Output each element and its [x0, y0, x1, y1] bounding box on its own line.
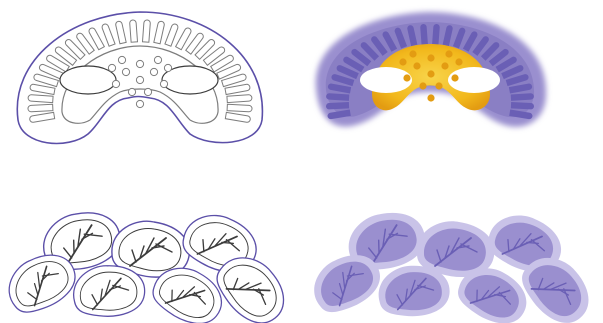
pore	[403, 74, 410, 81]
lobe	[142, 20, 150, 42]
lobe	[225, 112, 250, 122]
pore	[136, 60, 143, 67]
lobe	[154, 21, 165, 44]
inner-pores	[108, 56, 171, 107]
line-art-cross-section	[17, 12, 262, 143]
colored-cross-section	[316, 12, 546, 127]
pore	[427, 94, 434, 101]
pore	[455, 58, 462, 65]
lobe	[101, 23, 115, 46]
lobe	[227, 104, 252, 112]
lobe	[29, 112, 54, 122]
pore	[118, 56, 125, 63]
pore	[435, 82, 442, 89]
pore	[154, 56, 161, 63]
pore	[122, 68, 129, 75]
pore	[164, 64, 171, 71]
lobe	[165, 23, 179, 46]
pore	[445, 50, 452, 57]
pore	[451, 74, 458, 81]
pore	[409, 50, 416, 57]
lobe	[227, 95, 252, 103]
pore	[136, 76, 143, 83]
pore	[136, 100, 143, 107]
pore	[419, 82, 426, 89]
colored-leaflets	[303, 201, 602, 323]
pore	[128, 88, 135, 95]
pore	[413, 62, 420, 69]
pore	[150, 68, 157, 75]
pore	[112, 80, 119, 87]
lobe	[28, 95, 53, 103]
lobe	[511, 102, 534, 110]
lobe	[28, 104, 53, 112]
pore	[144, 88, 151, 95]
pore	[399, 58, 406, 65]
lobe	[130, 20, 138, 42]
pore	[427, 54, 434, 61]
pore	[160, 80, 167, 87]
left-cavity	[60, 66, 116, 94]
pore	[108, 64, 115, 71]
pore	[441, 62, 448, 69]
line-art-leaflets	[0, 201, 297, 323]
lobe	[326, 102, 349, 110]
pore	[427, 70, 434, 77]
lobe	[115, 21, 126, 44]
